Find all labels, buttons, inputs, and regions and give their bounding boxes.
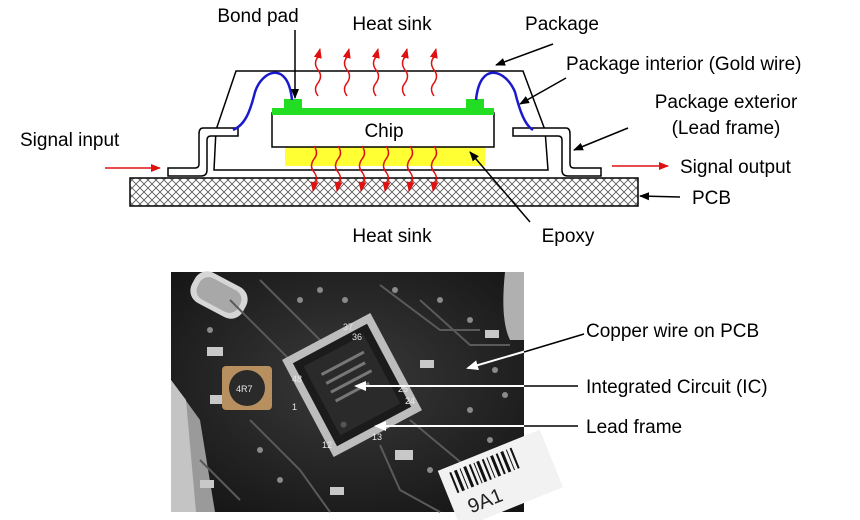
pin-label-1: 1 [292, 402, 297, 412]
label-signal-input: Signal input [20, 130, 120, 151]
lead-frame-right [512, 127, 602, 177]
pin-label-48: 48 [292, 374, 302, 384]
label-epoxy: Epoxy [542, 226, 595, 247]
bond-pad-left [284, 99, 302, 109]
label-copper-wire: Copper wire on PCB [586, 321, 759, 342]
pin-label-13: 13 [372, 432, 382, 442]
leader-package-interior [519, 77, 567, 105]
label-integrated-circuit: Integrated Circuit (IC) [586, 377, 768, 398]
pin-label-24: 24 [405, 396, 415, 406]
bond-pad-right [466, 99, 484, 109]
label-package-interior: Package interior (Gold wire) [566, 54, 801, 75]
chip-top-layer [272, 108, 494, 115]
label-signal-output: Signal output [680, 157, 792, 178]
leader-package-exterior [573, 127, 629, 151]
label-bond-pad: Bond pad [217, 6, 298, 27]
pin-label-12: 12 [322, 440, 332, 450]
heat-arrows-bottom [310, 145, 439, 192]
label-package: Package [525, 14, 599, 35]
leader-pcb [639, 192, 681, 201]
label-package-exterior-line2: (Lead frame) [672, 118, 781, 139]
pcb-photo: 4R7 1 12 13 24 25 36 37 48 [171, 271, 585, 520]
pin-label-25: 25 [398, 384, 408, 394]
pcb-board [129, 177, 639, 207]
barcode-sticker: 9A1 [437, 429, 564, 520]
label-package-exterior-line1: Package exterior [655, 92, 798, 113]
leader-epoxy [469, 151, 531, 223]
ic-package [282, 312, 422, 458]
leader-copper-wire [523, 333, 585, 353]
lead-frame-left [167, 127, 239, 177]
label-lead-frame: Lead frame [586, 417, 682, 438]
label-heat-sink-top: Heat sink [352, 14, 432, 35]
gold-wire-left [232, 71, 294, 132]
heat-arrows-top [313, 48, 438, 97]
label-pcb: PCB [692, 188, 731, 209]
label-chip: Chip [364, 121, 403, 142]
inductor-marking: 4R7 [236, 384, 253, 394]
gold-wire-right [474, 71, 534, 132]
pin-label-36: 36 [352, 332, 362, 342]
pin-label-37: 37 [343, 322, 353, 332]
leader-package [495, 43, 554, 66]
label-heat-sink-bottom: Heat sink [352, 226, 432, 247]
epoxy-layer [285, 146, 485, 166]
